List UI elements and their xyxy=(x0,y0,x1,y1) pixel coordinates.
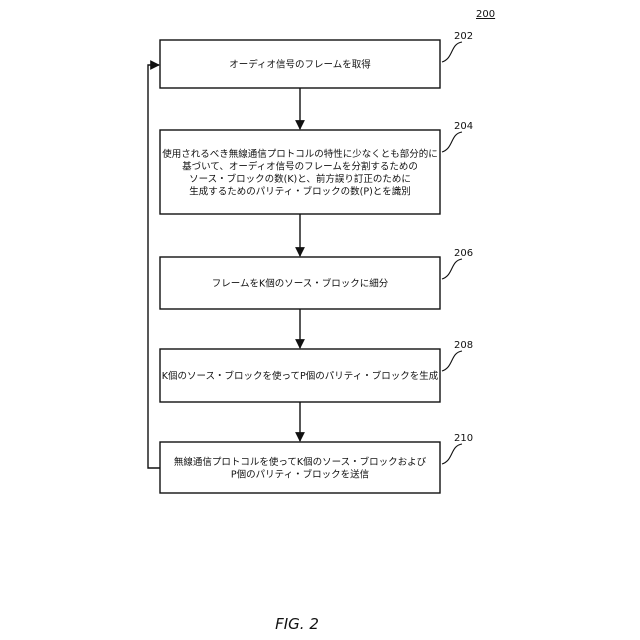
step-text-line: ソース・ブロックの数(K)と、前方誤り訂正のために xyxy=(189,173,411,185)
step-208: K個のソース・ブロックを使ってP個のパリティ・ブロックを生成 208 xyxy=(160,340,473,402)
step-text-line: 無線通信プロトコルを使ってK個のソース・ブロックおよび xyxy=(174,456,427,468)
ref-leader-line xyxy=(442,351,462,371)
step-ref-number: 208 xyxy=(454,340,473,351)
step-ref-number: 206 xyxy=(454,248,473,259)
step-204: 使用されるべき無線通信プロトコルの特性に少なくとも部分的に基づいて、オーディオ信… xyxy=(160,121,473,214)
steps-layer: オーディオ信号のフレームを取得 202 使用されるべき無線通信プロトコルの特性に少な… xyxy=(160,31,473,493)
ref-leader-line xyxy=(442,444,462,464)
step-text-line: 使用されるべき無線通信プロトコルの特性に少なくとも部分的に xyxy=(162,148,438,160)
figure-caption: FIG. 2 xyxy=(275,615,319,633)
step-text-line: P個のパリティ・ブロックを送信 xyxy=(231,468,369,480)
figure-number: 200 xyxy=(476,9,495,20)
step-text-line: K個のソース・ブロックを使ってP個のパリティ・ブロックを生成 xyxy=(162,370,439,382)
step-text-line: フレームをK個のソース・ブロックに細分 xyxy=(212,278,389,290)
step-206: フレームをK個のソース・ブロックに細分 206 xyxy=(160,248,473,309)
ref-leader-line xyxy=(442,132,462,152)
step-210: 無線通信プロトコルを使ってK個のソース・ブロックおよびP個のパリティ・ブロックを… xyxy=(160,433,473,493)
loop-back-arrow xyxy=(148,65,160,468)
step-ref-number: 204 xyxy=(454,121,473,132)
step-text-line: オーディオ信号のフレームを取得 xyxy=(229,59,371,71)
step-text-line: 生成するためのパリティ・ブロックの数(P)とを識別 xyxy=(189,185,411,197)
step-ref-number: 202 xyxy=(454,31,473,42)
step-ref-number: 210 xyxy=(454,433,473,444)
step-202: オーディオ信号のフレームを取得 202 xyxy=(160,31,473,88)
step-text-line: 基づいて、オーディオ信号のフレームを分割するための xyxy=(182,160,418,172)
ref-leader-line xyxy=(442,42,462,62)
ref-leader-line xyxy=(442,259,462,279)
